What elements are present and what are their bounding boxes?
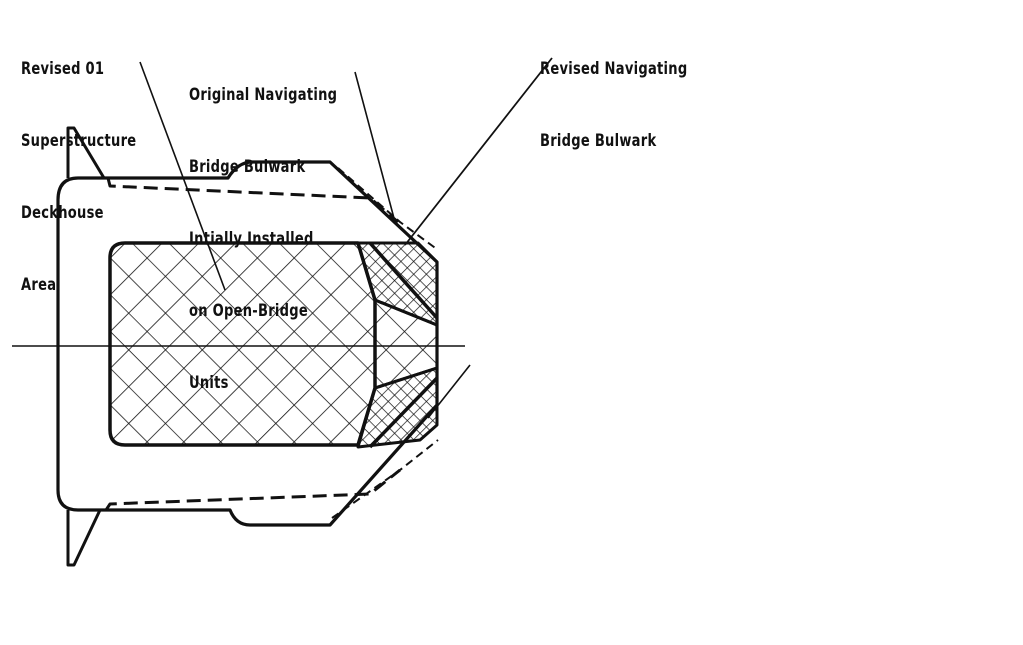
- leader-original-bulwark: [354, 71, 396, 223]
- revised-bulwark-line: [368, 241, 439, 449]
- label-original-bulwark: Original Navigating Bridge Bulwark Intia…: [189, 35, 337, 443]
- label-line: Area: [21, 275, 57, 294]
- label-line: Intially Installed: [189, 229, 314, 248]
- bulwark-light-area: [373, 298, 439, 390]
- label-line: Deckhouse: [21, 203, 104, 222]
- label-line: Bridge Bulwark: [189, 157, 306, 176]
- label-line: Original Navigating: [189, 85, 338, 104]
- bottom-fin: [66, 509, 102, 567]
- original-bulwark-dashed: [337, 167, 439, 251]
- original-bulwark-dashed-lower: [331, 439, 439, 519]
- bottom-dashed-outline: [104, 468, 401, 511]
- label-line: Revised 01: [21, 59, 105, 78]
- leader-revised-bulwark: [404, 57, 553, 246]
- top-fin: [66, 126, 106, 179]
- label-line: Superstructure: [21, 131, 137, 150]
- label-line: on Open-Bridge: [189, 301, 309, 320]
- top-dashed-outline: [106, 177, 399, 224]
- label-line: Bridge Bulwark: [540, 131, 657, 150]
- leader-revised-bulwark-lower: [427, 364, 471, 419]
- label-line: Units: [189, 373, 229, 392]
- revised-deckhouse-area: [108, 241, 377, 447]
- label-line: Revised Navigating: [540, 59, 688, 78]
- label-revised-deckhouse: Revised 01 Superstructure Deckhouse Area: [21, 9, 136, 345]
- label-revised-bulwark: Revised Navigating Bridge Bulwark: [540, 9, 687, 201]
- leader-deckhouse: [139, 61, 226, 291]
